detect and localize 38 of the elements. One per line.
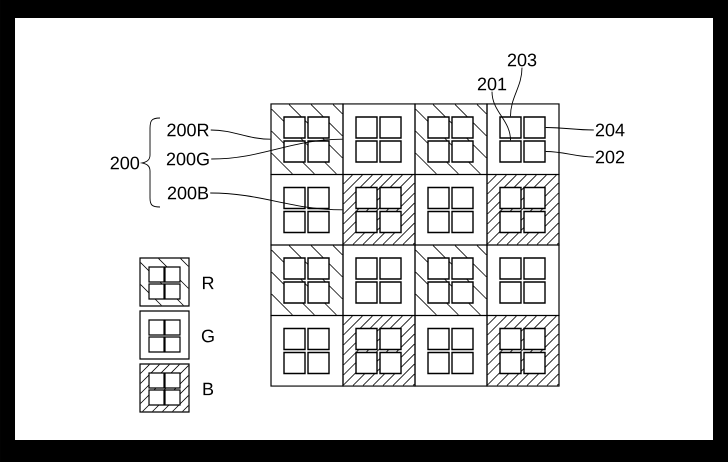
leader-line (545, 127, 594, 130)
leader-line (510, 67, 522, 117)
pixel-cell (342, 103, 416, 176)
legend-label: B (203, 382, 214, 396)
legend-label: R (202, 276, 214, 290)
pixel-cell (414, 244, 488, 316)
pixel-cell (270, 174, 344, 246)
pixel-cell (342, 174, 416, 246)
reference-numeral: 202 (596, 150, 624, 164)
pixel-cell (414, 103, 488, 176)
subpixel-square (523, 116, 546, 139)
reference-numeral: 200G (166, 152, 209, 166)
leader-line (492, 91, 511, 141)
pixel-cell (270, 314, 344, 387)
pixel-cell (486, 244, 560, 316)
reference-numeral: 200B (168, 186, 208, 200)
reference-numeral: 204 (596, 124, 624, 136)
pixel-cell (486, 103, 560, 176)
reference-numeral: 201 (478, 78, 506, 90)
legend-label: G (202, 330, 214, 342)
pixel-cell (270, 244, 344, 316)
pixel-cell (414, 174, 488, 246)
leader-line (210, 130, 271, 140)
pixel-cell (486, 314, 560, 387)
pixel-cell (486, 174, 560, 246)
leader-line (210, 192, 343, 210)
subpixel-square (523, 140, 546, 163)
subpixel-square (499, 116, 522, 139)
subpixel-square (499, 140, 522, 163)
pixel-cell (342, 244, 416, 316)
pixel-cell (414, 314, 488, 387)
reference-numeral: 200 (110, 156, 140, 170)
leader-line (545, 151, 594, 158)
reference-numeral: 203 (508, 54, 536, 66)
leader-line (210, 138, 343, 160)
reference-numeral: 200R (167, 124, 209, 136)
pixel-cell (342, 314, 416, 387)
pixel-cell (270, 103, 344, 176)
